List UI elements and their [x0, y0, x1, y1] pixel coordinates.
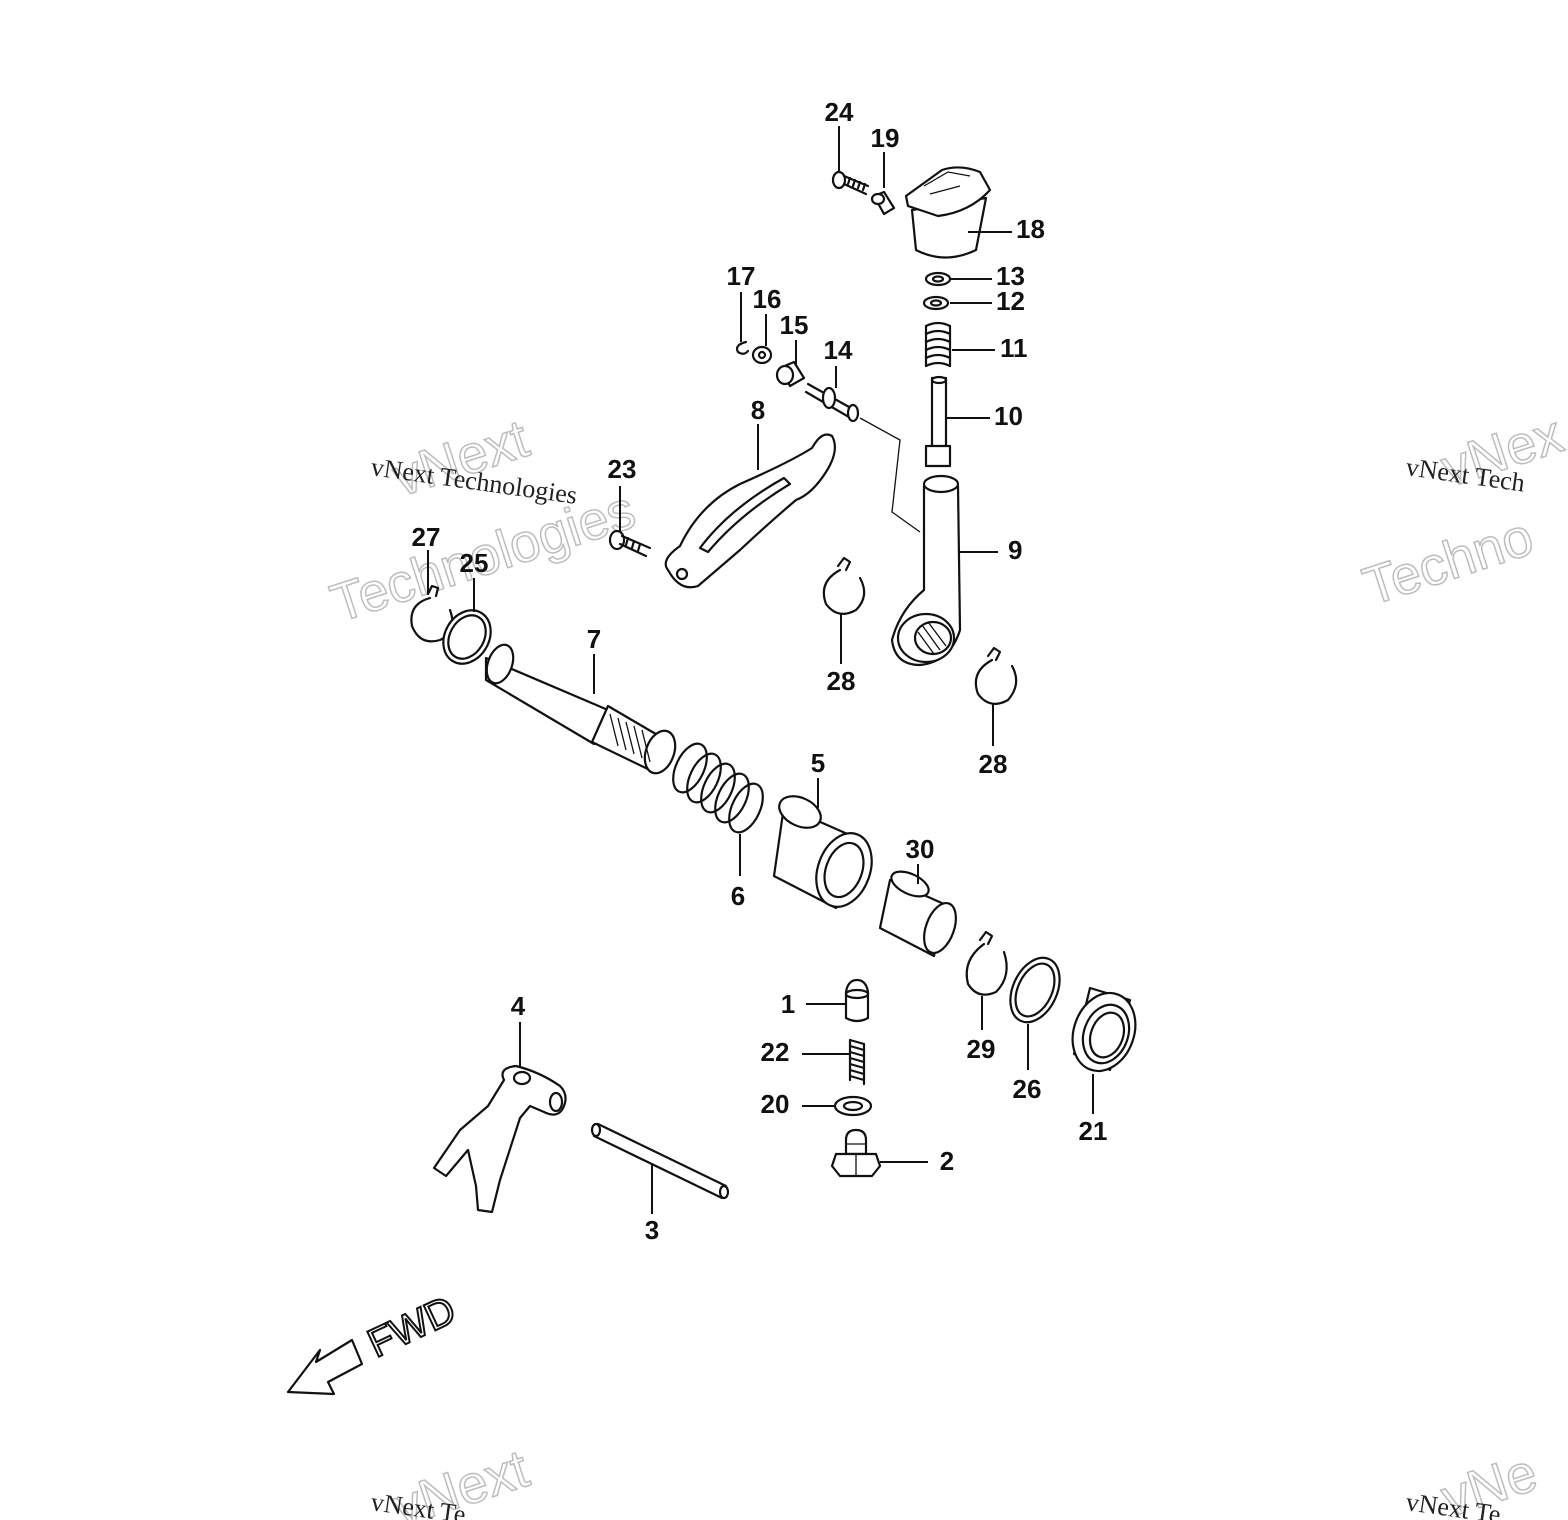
leader-lines [427, 126, 1094, 1214]
part-gasket-20 [833, 1095, 873, 1117]
callout-21: 21 [1079, 1116, 1108, 1146]
callout-30: 30 [906, 834, 935, 864]
part-shaft-7 [484, 643, 677, 775]
part-plate-8 [664, 433, 837, 589]
callout-27: 27 [412, 522, 441, 552]
part-ring-26 [1009, 956, 1061, 1024]
callout-26: 26 [1013, 1074, 1042, 1104]
callout-17: 17 [727, 261, 756, 291]
forward-arrow-icon [286, 1338, 364, 1396]
watermark-big-4: Techno [1356, 506, 1540, 617]
callout-24: 24 [825, 97, 854, 127]
part-ring-25 [442, 609, 492, 665]
callout-labels: 24 19 18 13 12 11 10 9 17 16 15 14 8 23 … [412, 97, 1108, 1245]
part-fork-4 [432, 1064, 567, 1214]
callout-2: 2 [940, 1146, 954, 1176]
callout-6: 6 [731, 881, 745, 911]
callout-28b: 28 [979, 749, 1008, 779]
part-shaft-10 [924, 375, 952, 468]
callout-7: 7 [587, 624, 601, 654]
part-plug-2 [830, 1128, 882, 1178]
part-bolt-23 [608, 529, 652, 558]
part-pin-14 [804, 382, 921, 533]
callout-11: 11 [1000, 333, 1028, 363]
part-spring-22 [848, 1038, 866, 1086]
callout-1: 1 [781, 989, 795, 1019]
watermark-right: vNex Techno vNext Tech [1355, 403, 1568, 618]
fwd-label: FWD [361, 1288, 462, 1366]
forward-direction-indicator: FWD [286, 1287, 463, 1396]
part-circlip-29 [965, 930, 1008, 996]
part-collar-19 [870, 190, 896, 216]
part-spring-11 [924, 321, 952, 368]
part-bolt-24 [831, 170, 870, 196]
callout-15: 15 [780, 310, 809, 340]
callout-16: 16 [753, 284, 782, 314]
callout-28a: 28 [827, 666, 856, 696]
callout-3: 3 [645, 1215, 659, 1245]
callout-14: 14 [824, 335, 853, 365]
part-plunger-1 [844, 978, 870, 1023]
part-bearing-5 [772, 795, 873, 910]
watermark-bottom-left: vNext vNext Te [369, 1438, 536, 1520]
part-bush-30 [878, 870, 957, 958]
part-bush-15 [775, 360, 806, 388]
callout-8: 8 [751, 395, 765, 425]
callout-10: 10 [994, 401, 1023, 431]
callout-13: 13 [996, 261, 1025, 291]
callout-12: 12 [996, 286, 1025, 316]
part-knob-18 [904, 166, 992, 259]
callout-20: 20 [761, 1089, 790, 1119]
watermark-left: vNext Technologies vNext Technologies [323, 408, 643, 635]
part-washer-12 [922, 295, 950, 311]
part-rod-3 [590, 1122, 730, 1200]
callout-19: 19 [871, 123, 900, 153]
part-lever-9 [890, 474, 962, 667]
part-seal-21 [1071, 986, 1137, 1073]
callout-9: 9 [1008, 535, 1022, 565]
part-circlip-28a [822, 556, 866, 615]
part-spring-6 [672, 742, 764, 834]
callout-25: 25 [460, 548, 489, 578]
part-circlip-28b [974, 646, 1018, 705]
part-washer-16 [751, 345, 773, 365]
part-clip-17 [735, 340, 750, 355]
callout-5: 5 [811, 748, 825, 778]
callout-4: 4 [511, 991, 526, 1021]
watermark-bottom-right: vNe vNext Te [1404, 1441, 1545, 1520]
callout-29: 29 [967, 1034, 996, 1064]
part-washer-13 [924, 271, 952, 287]
callout-22: 22 [761, 1037, 790, 1067]
callout-18: 18 [1016, 214, 1045, 244]
callout-23: 23 [608, 454, 637, 484]
